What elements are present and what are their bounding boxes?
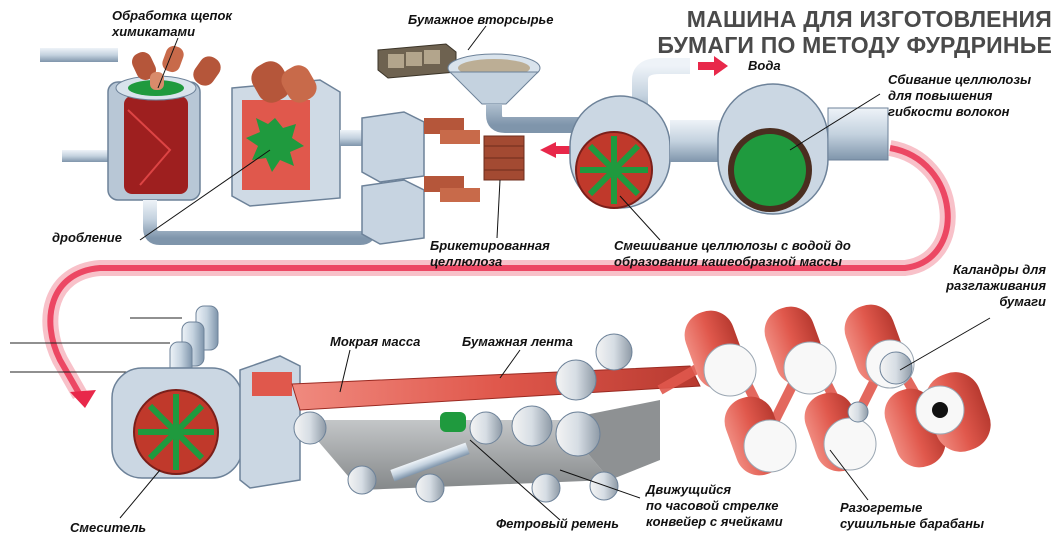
flow-arrowhead-icon (70, 390, 96, 408)
pulp-flow-band (42, 140, 956, 408)
label-wet-mass: Мокрая масса (330, 334, 421, 349)
label-chemical-treatment: Обработка щепок химикатами (112, 8, 232, 40)
paper-web (291, 365, 701, 411)
label-line: для повышения (888, 88, 993, 103)
pulp-mixer-top (569, 95, 671, 209)
label-mixing: Смешивание целлюлозы с водой до образова… (614, 238, 851, 270)
chemical-vat (107, 75, 201, 201)
label-line: целлюлоза (430, 254, 503, 269)
wood-chips (131, 45, 221, 90)
title-line-2: БУМАГИ ПО МЕТОДУ ФУРДРИНЬЕ (657, 32, 1052, 58)
label-conveyor: Движущийся по часовой стрелке конвейер с… (646, 482, 783, 530)
label-paper-tape: Бумажная лента (462, 334, 573, 349)
leader-lines (119, 25, 991, 521)
label-line: Брикетированная (430, 238, 550, 253)
dryer-section (657, 304, 991, 476)
label-line: гибкости волокон (888, 104, 1010, 119)
inlet-pipe (40, 48, 118, 62)
label-calenders: Каландры для разглаживания бумаги (936, 262, 1046, 310)
title-line-1: МАШИНА ДЛЯ ИЗГОТОВЛЕНИЯ (686, 6, 1052, 32)
label-felt-belt: Фетровый ремень (496, 516, 619, 531)
label-line: по часовой стрелке (646, 498, 779, 513)
label-line: Обработка щепок (112, 8, 233, 23)
crusher (231, 61, 341, 207)
hopper-funnel (447, 53, 541, 105)
recycled-paper-bundle (377, 43, 457, 79)
suction-box (440, 412, 466, 432)
diagram-title: МАШИНА ДЛЯ ИЗГОТОВЛЕНИЯ БУМАГИ ПО МЕТОДУ… (657, 6, 1052, 58)
label-line: Сбивание целлюлозы (888, 72, 1032, 87)
label-recycled-paper: Бумажное вторсырье (408, 12, 554, 27)
headbox (239, 355, 301, 489)
mixer-bottom (111, 367, 243, 479)
label-line: бумаги (999, 294, 1046, 309)
label-line: разглаживания (946, 278, 1046, 293)
label-briquetted-pulp: Брикетированная целлюлоза (430, 238, 550, 270)
label-water: Вода (748, 58, 781, 73)
label-dryers: Разогретые сушильные барабаны (840, 500, 984, 532)
outlet-pipe (62, 150, 112, 162)
label-line: Смешивание целлюлозы с водой до (614, 238, 851, 253)
label-beating: Сбивание целлюлозы для повышения гибкост… (888, 72, 1031, 120)
press-rollers (293, 333, 633, 503)
water-arrow-icon (698, 56, 728, 76)
label-mixer: Смеситель (70, 520, 147, 535)
label-line: сушильные барабаны (840, 516, 985, 531)
label-crushing: дробление (52, 230, 122, 245)
briquette-press (361, 111, 525, 245)
feed-arrow-icon (540, 142, 572, 158)
label-line: конвейер с ячейками (646, 514, 783, 529)
label-line: образования кашеобразной массы (614, 254, 843, 269)
label-line: Движущийся (646, 482, 732, 497)
label-line: Разогретые (840, 500, 923, 515)
label-line: Каландры для (952, 262, 1046, 277)
beater (670, 83, 889, 215)
label-line: химикатами (112, 24, 196, 39)
